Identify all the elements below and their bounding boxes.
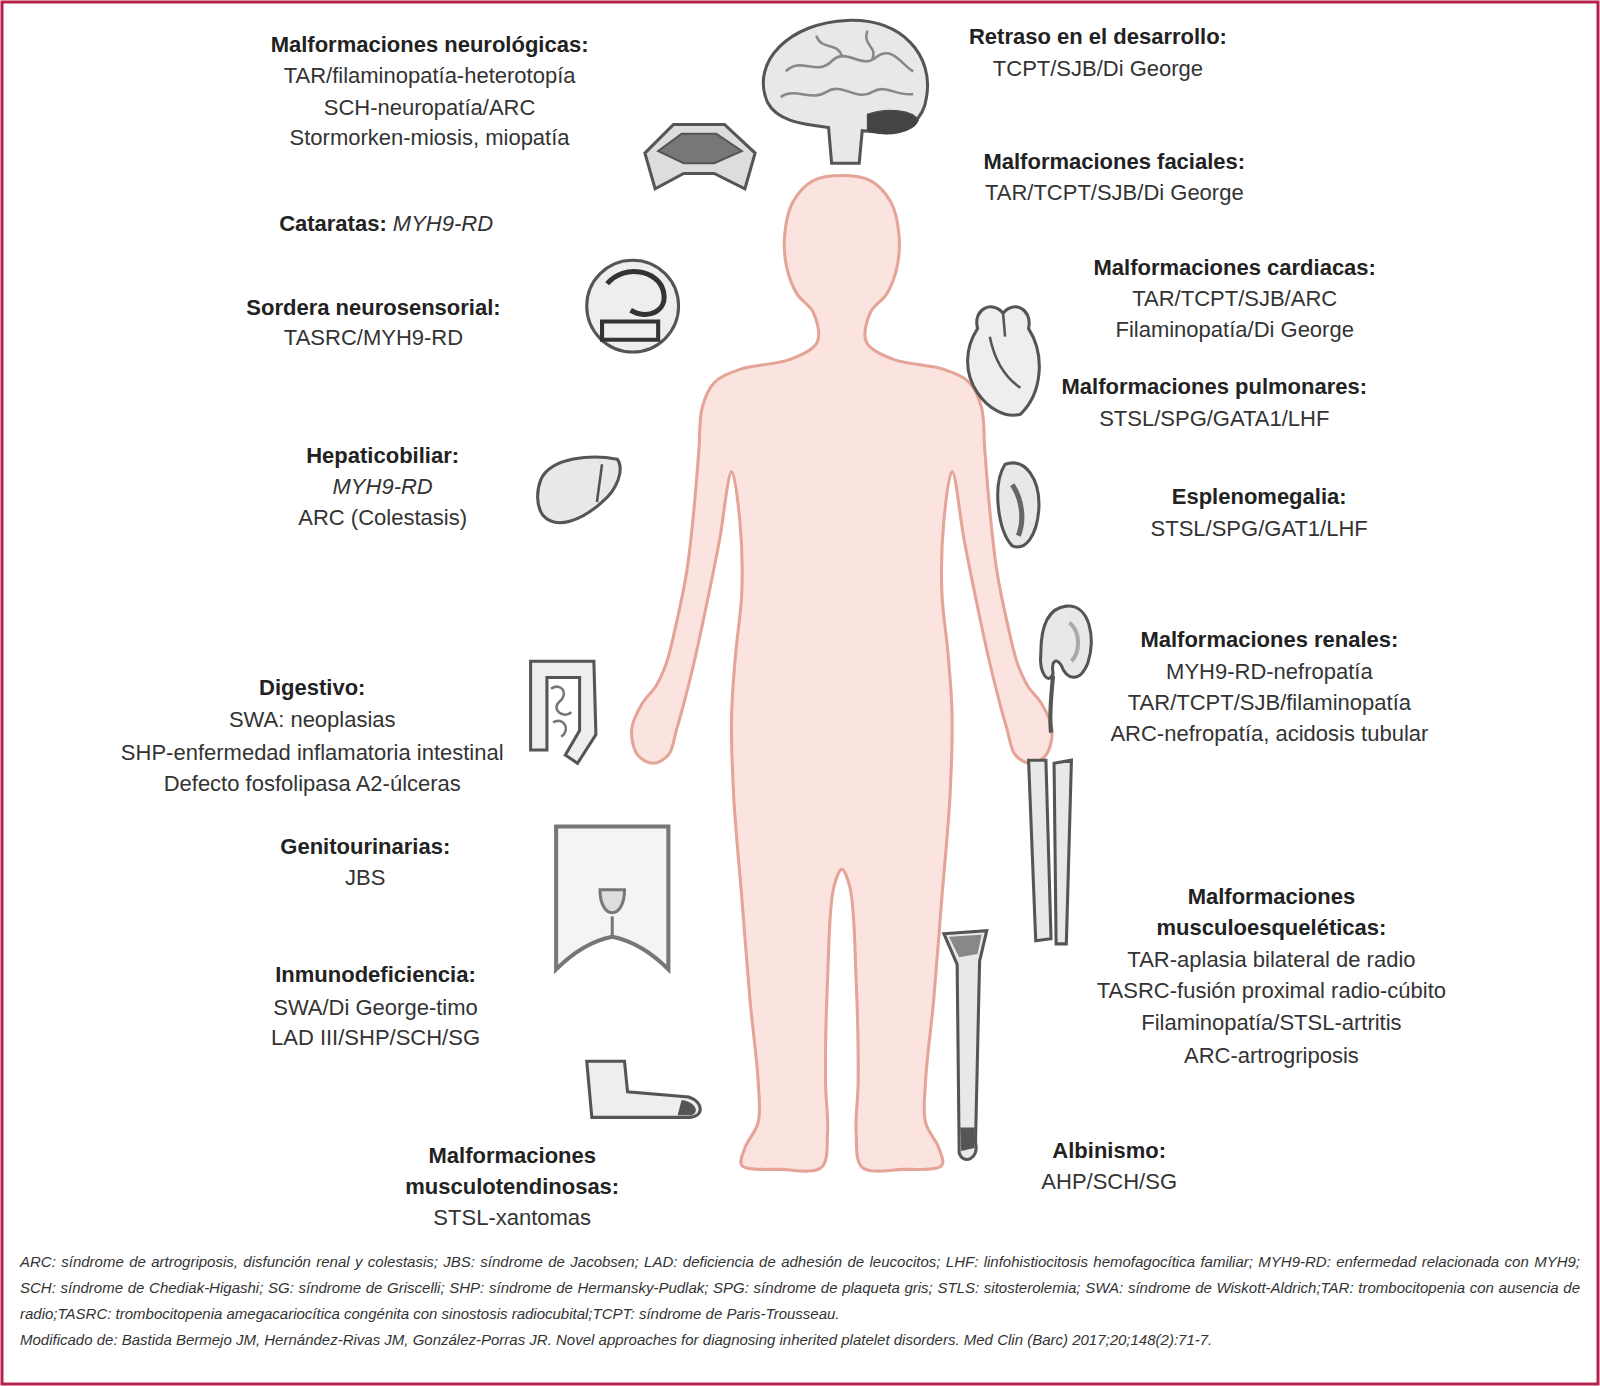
kidney-outline	[1041, 606, 1092, 678]
syndrome-item: ARC-artrogriposis	[1184, 1040, 1359, 1071]
spleen-outline	[998, 463, 1039, 547]
category-heading: Sordera neurosensorial:	[246, 292, 500, 323]
syndrome-item: TAR/TCPT/SJB/ARC	[1132, 283, 1337, 314]
toe-mark	[678, 1100, 696, 1115]
syndrome-item: Filaminopatía/STSL-artritis	[1141, 1007, 1401, 1038]
syndrome-item: LAD III/SHP/SCH/SG	[271, 1022, 480, 1053]
heart-icon	[968, 307, 1040, 415]
category-heading: Inmunodeficiencia:	[275, 959, 475, 990]
foot-outline	[587, 1061, 701, 1117]
syndrome-item: TASRC-fusión proximal radio-cúbito	[1097, 975, 1446, 1006]
leg-bone-icon	[944, 931, 987, 1160]
kidney-icon	[1041, 606, 1092, 733]
category-heading: Malformaciones faciales:	[983, 146, 1245, 177]
brain-icon	[763, 20, 927, 163]
bone-end	[949, 935, 982, 957]
liver-icon	[538, 457, 621, 523]
foot-icon	[587, 1061, 701, 1117]
category-heading: Genitourinarias:	[280, 831, 450, 862]
abbreviation-caption: ARC: síndrome de artrogriposis, disfunci…	[20, 1249, 1580, 1327]
syndrome-item: MYH9-RD	[333, 471, 433, 502]
syndrome-item: STSL-xantomas	[433, 1202, 591, 1233]
syndrome-item: ARC-nefropatía, acidosis tubular	[1110, 718, 1428, 749]
syndrome-item: TAR/TCPT/SJB/filaminopatía	[1128, 687, 1411, 718]
spleen-detail	[1012, 485, 1022, 536]
palate-icon	[645, 124, 755, 188]
category-heading: Malformaciones renales:	[1140, 624, 1398, 655]
syndrome-item: STSL/SPG/GAT1/LHF	[1151, 513, 1368, 544]
brain-gyrus	[781, 89, 914, 97]
cochlea	[607, 271, 664, 314]
brain-outline	[763, 20, 927, 163]
ear-icon	[587, 260, 679, 352]
syndrome-item: MYH9-RD	[393, 208, 493, 239]
intestine-icon	[531, 661, 596, 763]
syndrome-item: SWA: neoplasias	[229, 704, 396, 735]
category-heading: Malformaciones musculoesqueléticas:	[1136, 881, 1406, 943]
syndrome-item: AHP/SCH/SG	[1041, 1166, 1177, 1197]
kidney-detail	[1069, 622, 1078, 661]
heart-outline	[968, 307, 1040, 415]
liver-outline	[538, 457, 621, 523]
heart-detail	[990, 313, 1021, 387]
pelvis-outline	[556, 827, 668, 970]
footnote: ARC: síndrome de artrogriposis, disfunci…	[20, 1249, 1580, 1353]
syndrome-item: ARC (Colestasis)	[298, 502, 467, 533]
small-intestine	[551, 687, 571, 737]
source-citation: Modificado de: Bastida Bermejo JM, Herná…	[20, 1327, 1580, 1353]
syndrome-item: TAR/filaminopatía-heterotopía	[284, 60, 576, 91]
bone-end	[960, 1128, 974, 1151]
ear-canal	[602, 321, 658, 339]
brain-gyrus	[816, 31, 873, 60]
category-heading: Esplenomegalia:	[1172, 481, 1347, 512]
ulna-bone	[1054, 760, 1071, 944]
category-heading: Cataratas:	[279, 208, 387, 239]
syndrome-item: STSL/SPG/GATA1/LHF	[1099, 403, 1329, 434]
category-heading: Albinismo:	[1052, 1135, 1166, 1166]
syndrome-item: TAR-aplasia bilateral de radio	[1127, 944, 1415, 975]
syndrome-item: TCPT/SJB/Di George	[993, 53, 1203, 84]
syndrome-item: SHP-enfermedad inflamatoria intestinal	[121, 737, 504, 768]
ureter	[1050, 676, 1053, 733]
syndrome-item: SCH-neuropatía/ARC	[324, 92, 536, 123]
category-heading: Malformaciones musculotendinosas:	[377, 1140, 647, 1202]
liver-detail	[597, 464, 602, 502]
genital-line	[611, 916, 614, 936]
category-heading: Retraso en el desarrollo:	[969, 21, 1227, 52]
syndrome-item: Defecto fosfolipasa A2-úlceras	[164, 768, 461, 799]
palate-outline	[645, 124, 755, 188]
palate-inner	[658, 134, 742, 164]
tibia-bone	[944, 931, 987, 1160]
syndrome-item: Stormorken-miosis, miopatía	[290, 122, 570, 153]
brain-gyrus	[786, 53, 914, 71]
syndrome-item: JBS	[345, 862, 385, 893]
syndrome-item: SWA/Di George-timo	[273, 992, 478, 1023]
human-body	[632, 176, 1053, 1172]
cerebellum	[867, 110, 918, 133]
category-heading: Hepaticobiliar:	[306, 440, 459, 471]
category-heading: Malformaciones pulmonares:	[1061, 371, 1367, 402]
pelvis-icon	[556, 827, 668, 970]
colon-outline	[531, 661, 596, 763]
radius-bone	[1029, 760, 1051, 941]
syndrome-item: TAR/TCPT/SJB/Di George	[985, 177, 1244, 208]
syndrome-item: TASRC/MYH9-RD	[284, 322, 463, 353]
genital-shape	[600, 890, 624, 913]
category-heading: Malformaciones cardiacas:	[1093, 252, 1375, 283]
ear-outline	[587, 260, 679, 352]
category-heading: Digestivo:	[259, 672, 365, 703]
forearm-icon	[1029, 760, 1072, 944]
syndrome-item: Filaminopatía/Di George	[1115, 314, 1353, 345]
syndrome-item: MYH9-RD-nefropatía	[1166, 656, 1373, 687]
spleen-icon	[998, 463, 1039, 547]
category-heading: Malformaciones neurológicas:	[271, 29, 589, 60]
